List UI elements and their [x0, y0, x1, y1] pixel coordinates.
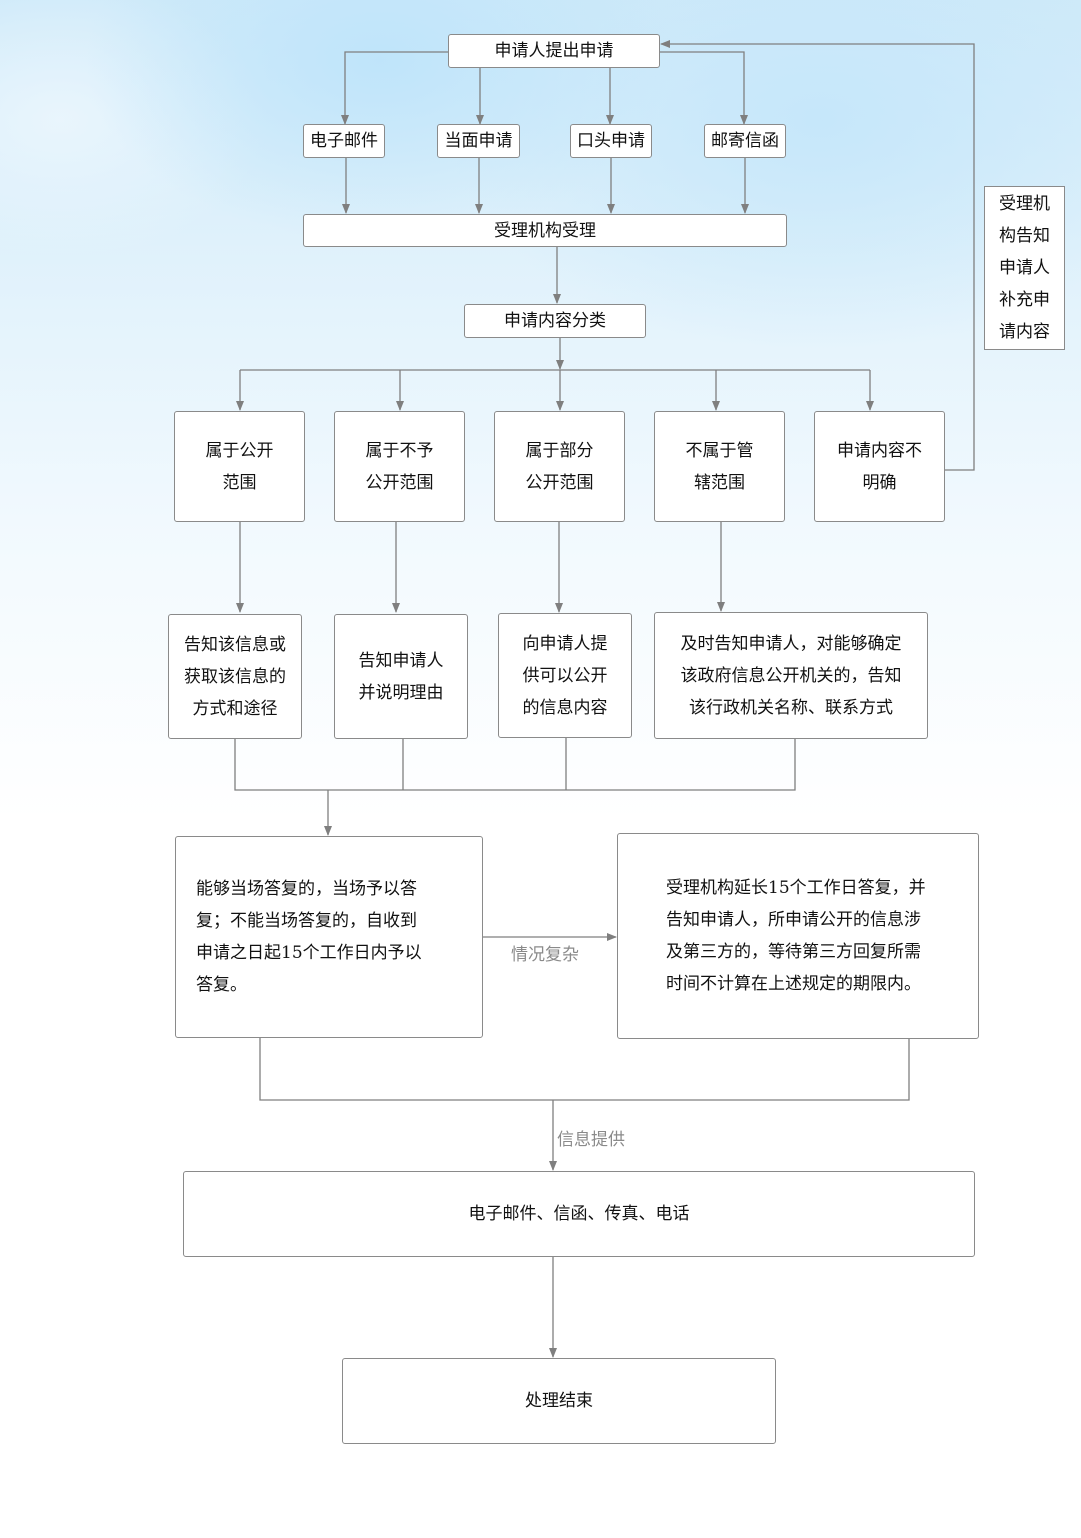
- supplement-line: 构告知: [999, 226, 1050, 246]
- category-line: 范围: [222, 472, 257, 493]
- category-line: 属于公开: [205, 440, 274, 461]
- channel-label: 邮寄信函: [711, 131, 779, 151]
- end-label: 处理结束: [525, 1391, 593, 1411]
- category-unclear: 申请内容不 明确: [814, 411, 945, 522]
- supplement-line: 补充申: [999, 290, 1050, 310]
- reply-line: 及第三方的，等待第三方回复所需: [666, 942, 921, 962]
- reply-line: 能够当场答复的，当场予以答: [196, 879, 417, 899]
- category-not-public: 属于不予 公开范围: [334, 411, 465, 522]
- reply-line: 时间不计算在上述规定的期限内。: [666, 974, 921, 994]
- supplement-line: 申请人: [999, 258, 1050, 278]
- action-line: 供可以公开: [522, 665, 608, 686]
- delivery-node: 电子邮件、信函、传真、电话: [183, 1171, 975, 1257]
- channel-email: 电子邮件: [303, 124, 385, 158]
- channel-oral: 口头申请: [570, 124, 652, 158]
- start-label: 申请人提出申请: [494, 41, 614, 61]
- category-line: 公开范围: [525, 472, 594, 493]
- channel-label: 电子邮件: [310, 131, 378, 151]
- arrow-start-to-mail: [659, 51, 748, 125]
- reply-line: 答复。: [196, 975, 247, 995]
- accept-node: 受理机构受理: [303, 214, 787, 247]
- arrow-supplement-loop: [660, 40, 975, 471]
- action-inform-method: 告知该信息或 获取该信息的 方式和途径: [168, 614, 302, 739]
- action-line: 该政府信息公开机关的，告知: [680, 665, 902, 686]
- category-line: 明确: [862, 472, 897, 493]
- action-line: 向申请人提: [522, 633, 608, 654]
- classify-node: 申请内容分类: [464, 304, 646, 338]
- supplement-line: 请内容: [999, 322, 1050, 342]
- action-line: 获取该信息的: [184, 666, 286, 687]
- action-line: 告知该信息或: [184, 634, 286, 655]
- supplement-node: 受理机 构告知 申请人 补充申 请内容: [984, 186, 1065, 350]
- end-node: 处理结束: [342, 1358, 776, 1444]
- channel-label: 当面申请: [444, 131, 513, 151]
- action-line: 该行政机关名称、联系方式: [689, 697, 893, 718]
- complex-label: 情况复杂: [511, 945, 579, 965]
- reply-line: 告知申请人，所申请公开的信息涉: [666, 910, 921, 930]
- action-line: 方式和途径: [192, 698, 278, 719]
- category-line: 辖范围: [694, 472, 745, 493]
- category-line: 属于部分: [525, 440, 594, 461]
- category-line: 不属于管: [685, 440, 754, 461]
- action-refer-agency: 及时告知申请人，对能够确定 该政府信息公开机关的，告知 该行政机关名称、联系方式: [654, 612, 928, 739]
- category-line: 公开范围: [365, 472, 434, 493]
- arrow-start-to-email: [341, 51, 448, 125]
- reply-extended-node: 受理机构延长15个工作日答复，并 告知申请人，所申请公开的信息涉 及第三方的，等…: [617, 833, 979, 1039]
- category-line: 申请内容不: [837, 440, 922, 461]
- reply-line: 受理机构延长15个工作日答复，并: [666, 878, 926, 898]
- category-partial-public: 属于部分 公开范围: [494, 411, 625, 522]
- reply-line: 复；不能当场答复的，自收到: [196, 911, 417, 931]
- reply-line: 申请之日起15个工作日内予以: [196, 943, 422, 963]
- channel-mail: 邮寄信函: [704, 124, 786, 158]
- delivery-label: 电子邮件、信函、传真、电话: [468, 1204, 690, 1224]
- provide-label: 信息提供: [557, 1130, 625, 1150]
- action-line: 的信息内容: [522, 697, 608, 718]
- category-out-of-jurisdiction: 不属于管 辖范围: [654, 411, 785, 522]
- reply-normal-node: 能够当场答复的，当场予以答 复；不能当场答复的，自收到 申请之日起15个工作日内…: [175, 836, 483, 1038]
- action-inform-reason: 告知申请人 并说明理由: [334, 614, 468, 739]
- category-line: 属于不予: [365, 440, 434, 461]
- action-line: 告知申请人: [358, 650, 444, 671]
- action-line: 并说明理由: [358, 682, 444, 703]
- category-public: 属于公开 范围: [174, 411, 305, 522]
- action-provide-content: 向申请人提 供可以公开 的信息内容: [498, 613, 632, 738]
- action-line: 及时告知申请人，对能够确定: [680, 633, 902, 654]
- start-node: 申请人提出申请: [448, 34, 660, 68]
- supplement-line: 受理机: [999, 194, 1050, 214]
- channel-label: 口头申请: [577, 131, 645, 151]
- channel-in-person: 当面申请: [437, 124, 520, 158]
- classify-label: 申请内容分类: [504, 311, 606, 331]
- accept-label: 受理机构受理: [494, 220, 596, 241]
